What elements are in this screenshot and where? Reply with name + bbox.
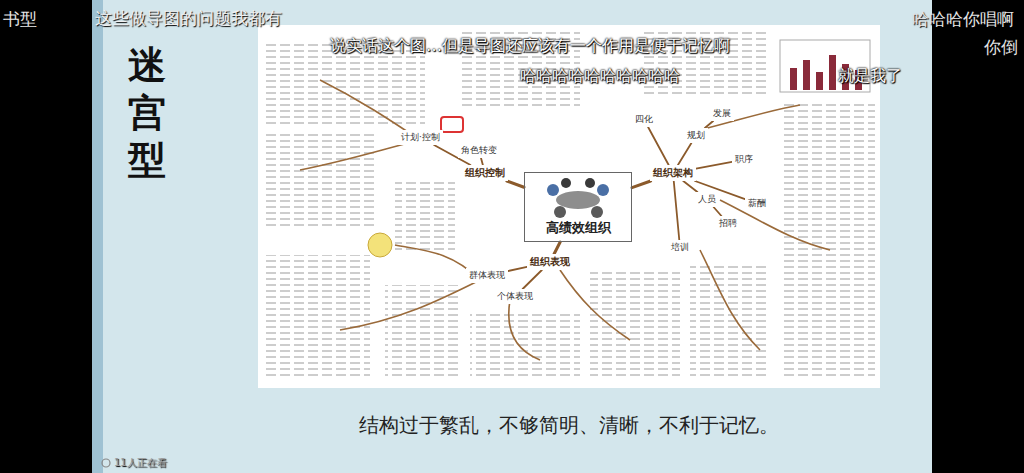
danmaku-text: 哈哈哈哈哈哈哈哈哈哈 [520,66,680,87]
node-text: 规划 [687,129,705,142]
main-branch: 组织架构 [650,165,696,181]
branch-connector [508,267,527,271]
branch-connector [523,270,542,289]
main-branch: 组织表现 [527,254,573,270]
tiny-text-mass [265,30,875,380]
sub-branch: 发展 [710,106,734,121]
node-text: 发展 [713,107,731,120]
slide-title: 迷宫型 [128,42,166,185]
sub-branch: 规划 [684,128,708,143]
branch-connector [632,181,651,188]
branch-connector [648,127,669,165]
branch-connector [674,181,680,240]
branch-connector [705,121,713,128]
node-text: 计划·控制 [401,131,440,144]
danmaku-text: 就是我了 [838,66,902,87]
sub-branch: 计划·控制 [398,130,443,145]
sub-branch: 培训 [668,240,692,255]
branch-connector [481,158,483,165]
node-text: 人员 [698,193,716,206]
node-text: 群体表现 [469,269,505,282]
viewer-icon [102,459,110,467]
node-text: 组织架构 [653,166,693,180]
central-topic: 高绩效组织 [524,172,632,242]
sub-branch: 群体表现 [466,268,508,283]
node-text: 四化 [635,113,653,126]
main-branch: 组织控制 [462,165,508,181]
danmaku-text: 这些做导图的问题我都有 [95,7,282,30]
slide [92,0,932,473]
sub-branch: 四化 [632,112,656,127]
sub-branch: 薪酬 [745,196,769,211]
sub-branch: 角色转变 [458,143,500,158]
node-text: 薪酬 [748,197,766,210]
node-text: 培训 [671,241,689,254]
sub-branch: 人员 [695,192,719,207]
node-text: 角色转变 [461,144,497,157]
node-text: 高绩效组织 [529,219,627,237]
yellow-marker [368,233,392,257]
branch-connector [683,181,697,192]
branch-connector [714,207,722,216]
node-text: 个体表现 [497,290,533,303]
danmaku-text: 哈哈哈你唱啊 [912,8,1014,31]
branch-connector [696,162,732,169]
branch-connector [678,143,691,165]
branch-connector [507,181,524,187]
sub-branch: 招聘 [716,216,740,231]
mindmap-image [258,25,880,388]
meeting-illustration [526,174,630,240]
danmaku-text: 你倒 [984,36,1018,59]
overlay-text: 书型 [3,8,37,31]
sub-branch: 个体表现 [494,289,536,304]
node-text: 招聘 [719,217,737,230]
danmaku-text: 说实话这个图…但是导图还应该有一个作用是便于记忆啊 [330,36,730,57]
node-text: 职序 [735,153,753,166]
slide-strip [92,0,103,473]
sub-branch: 职序 [732,152,756,167]
slide-caption: 结构过于繁乱，不够简明、清晰，不利于记忆。 [258,412,880,439]
node-text: 组织表现 [530,255,570,269]
branch-lines [300,80,830,360]
node-text: 组织控制 [465,166,505,180]
red-marker [441,117,463,132]
viewer-count: 11人正在看 [114,456,167,470]
branch-connector [554,242,560,254]
